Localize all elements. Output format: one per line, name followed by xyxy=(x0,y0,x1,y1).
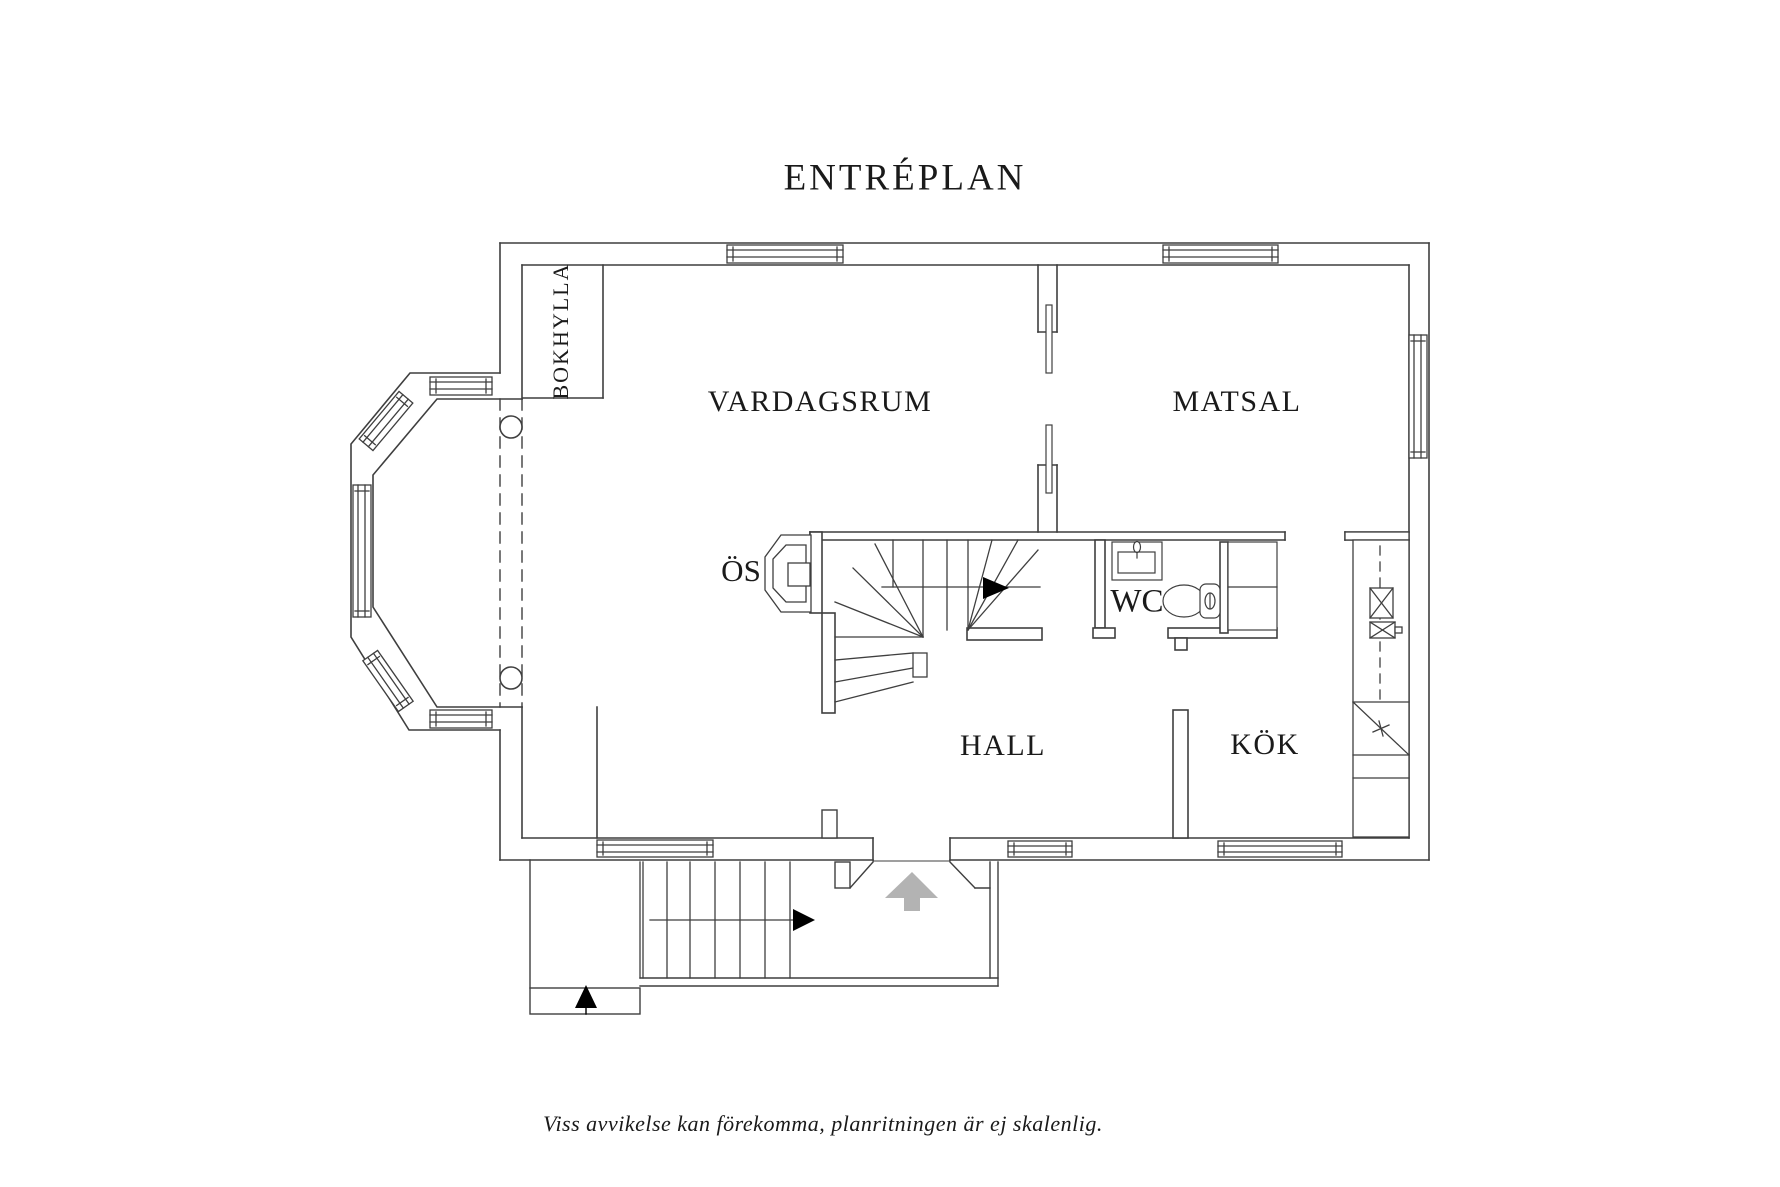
room-label-hall: HALL xyxy=(960,729,1046,762)
porch-stairs xyxy=(639,861,815,979)
wall-stair-left xyxy=(821,612,836,714)
entry-direction-arrow xyxy=(885,872,938,911)
kitchen-counter xyxy=(1344,531,1410,838)
kitchen-sink xyxy=(1369,587,1403,639)
room-label-kok: KÖK xyxy=(1230,728,1300,761)
wall-wc-right xyxy=(1219,541,1229,634)
fireplace xyxy=(764,534,812,613)
column-marker xyxy=(499,666,523,690)
wc-closet xyxy=(1227,541,1278,631)
interior-walls xyxy=(522,264,1410,839)
entrance-porch xyxy=(529,809,999,1015)
window-right-matsal xyxy=(1408,334,1428,459)
window-bay-top xyxy=(429,376,493,396)
wall-wc-left xyxy=(1094,539,1106,629)
window-bay-left xyxy=(352,484,372,618)
stair-railing xyxy=(966,627,1043,641)
bokhylla-outline xyxy=(522,264,604,399)
window-bay-bottom xyxy=(429,709,493,729)
wall-wc-left-foot xyxy=(1092,627,1116,639)
room-label-wc: WC xyxy=(1110,583,1164,620)
windows xyxy=(352,244,1428,858)
partition-vardagsrum-matsal xyxy=(1037,264,1058,533)
porch-stair-arrow xyxy=(793,909,815,931)
plan-title: ENTRÉPLAN xyxy=(783,157,1027,199)
window-top-matsal xyxy=(1162,244,1279,264)
wall-stair-wc-top xyxy=(809,531,1286,541)
stair-up-arrow xyxy=(983,577,1009,599)
landing-up-arrow xyxy=(575,985,597,1008)
fireplace-label-os: ÖS xyxy=(721,553,761,588)
window-bay-diagonal-lower xyxy=(361,649,415,713)
room-label-vardagsrum: VARDAGSRUM xyxy=(707,385,933,418)
bay-opening-dashed-lines xyxy=(499,398,523,708)
window-bottom-hall xyxy=(1007,840,1073,858)
wc-fixtures xyxy=(1111,540,1278,631)
door-jamb-stub xyxy=(821,809,838,839)
wall-hall-kok xyxy=(1172,709,1189,839)
fixture-label-bokhylla: BOKHYLLA xyxy=(548,262,573,400)
window-top-vardagsrum xyxy=(726,244,844,264)
window-bay-diagonal-upper xyxy=(358,390,414,452)
toilet xyxy=(1162,583,1221,619)
porch-landing xyxy=(529,985,641,1015)
window-bottom-kok xyxy=(1217,840,1343,858)
exterior-walls xyxy=(499,242,1430,861)
disclaimer-text: Viss avvikelse kan förekomma, planritnin… xyxy=(543,1111,1103,1136)
room-label-matsal: MATSAL xyxy=(1172,385,1302,418)
sink xyxy=(1111,540,1163,581)
window-bottom-left xyxy=(596,839,714,858)
column-marker xyxy=(499,415,523,439)
bay-window xyxy=(350,372,523,731)
wall-fireplace-stub xyxy=(809,531,823,614)
pocket-door-leaf xyxy=(1045,424,1053,494)
wall-wc-bottom-stub xyxy=(1174,637,1188,651)
interior-staircase xyxy=(834,539,1041,703)
pocket-door-leaf xyxy=(1045,304,1053,374)
